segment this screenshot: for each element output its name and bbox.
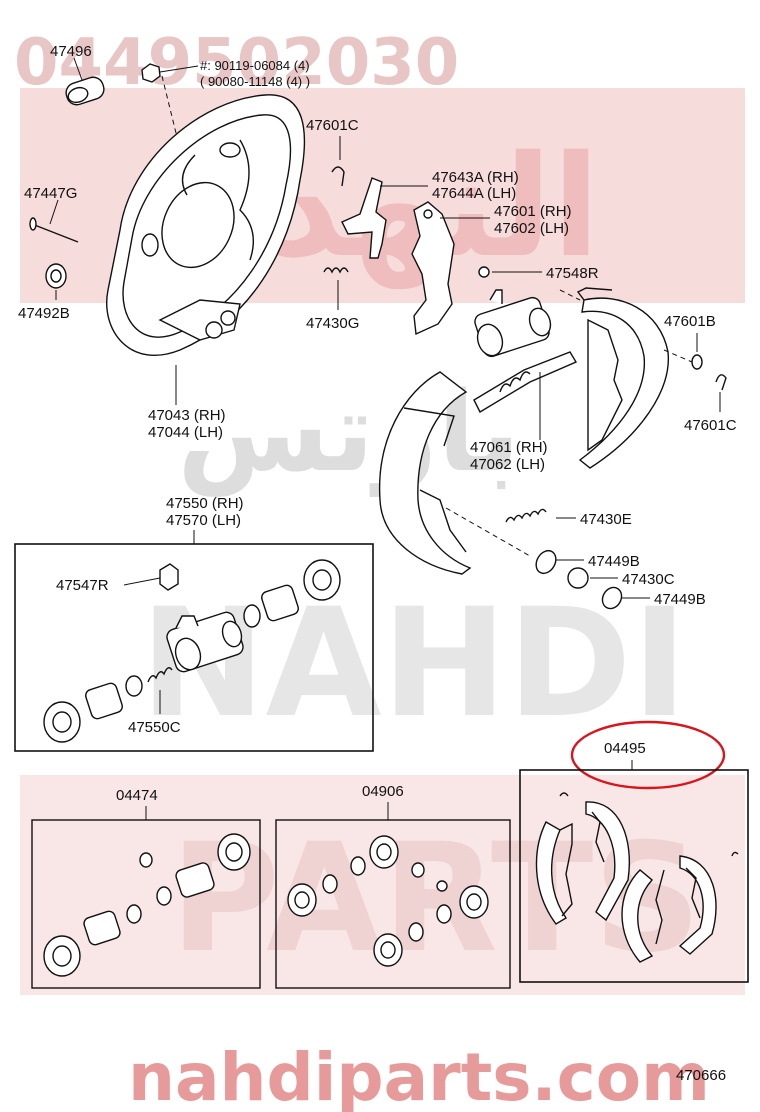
boot-left [43,701,81,743]
adjusting-lever-47643a [341,177,428,259]
bleeder-screw [159,563,179,591]
backing-plate-assembly [29,57,727,610]
washer-47449b-1 [535,549,584,575]
watermark-brand-nahdi: NAHDI [140,577,688,751]
label-47496: 47496 [50,43,92,60]
label-47430c: 47430C [622,571,675,588]
label-47043: 47043 (RH) [148,407,226,424]
label-47602: 47602 (LH) [494,220,569,237]
bolt-90119 [141,63,199,191]
label-47449b-2: 47449B [654,591,706,608]
kit-box-04906 [275,819,511,989]
washer-47449b-2 [601,586,650,610]
label-47550: 47550 (RH) [166,495,244,512]
clip-47601c-right [715,374,727,412]
backing-plate-47043 [106,94,306,405]
watermark-site-url: nahdiparts.com [128,1039,710,1112]
label-47601: 47601 (RH) [494,203,572,220]
label-bolt-2: ( 90080-11148 (4) ) [200,74,310,89]
label-47601c-right: 47601C [684,417,737,434]
label-47430e: 47430E [580,511,632,528]
wheel-cylinder-kit-box: 47550 (RH) 47570 (LH) 47547R 47550C [14,495,374,752]
label-kit-04906: 04906 [362,783,404,800]
upper-labels: 47496 #: 90119-06084 (4) ( 90080-11148 (… [18,43,737,608]
leader-dashed-2 [559,289,581,301]
hold-down-pin-47447g [29,199,79,243]
label-47644a: 47644A (LH) [432,185,516,202]
retainer-cup-47492b [45,263,67,300]
label-47449b-1: 47449B [588,553,640,570]
kit-04906-box: 04906 [275,783,511,989]
kit-04474-box: 04474 [31,787,261,989]
highlight-circle [570,720,726,790]
brake-shoe-left [378,371,472,575]
spring-47550c [147,667,173,683]
label-47601b: 47601B [664,313,716,330]
label-47548r: 47548R [546,265,599,282]
brake-shoe-right [576,287,669,469]
label-47061: 47061 (RH) [470,439,548,456]
label-47547r: 47547R [56,577,109,594]
spring-47430c [567,567,618,589]
cup-right [243,604,261,628]
label-47062: 47062 (LH) [470,456,545,473]
adjuster-assembly [473,351,578,440]
cup-left [125,675,143,697]
wheel-cylinder-47061 [474,289,552,358]
kit-04495-box: 04495 [519,720,749,983]
label-47550c: 47550C [128,719,181,736]
label-47570: 47570 (LH) [166,512,241,529]
piston-right [261,584,299,622]
label-kit-04474: 04474 [116,787,158,804]
label-47430g: 47430G [306,315,359,332]
diagram-number: 470666 [676,1067,726,1084]
label-kit-04495: 04495 [604,740,646,757]
kit-box-04474 [31,819,261,989]
label-47492b: 47492B [18,305,70,322]
leader-dashed [445,507,531,557]
label-47447g: 47447G [24,185,77,202]
watermark-arabic-2: بارتس [177,368,520,497]
label-47044: 47044 (LH) [148,424,223,441]
label-47643a: 47643A (RH) [432,169,519,186]
spring-47430g [323,267,349,310]
label-bolt-1: #: 90119-06084 (4) [200,58,310,73]
hole-plug-47496 [65,57,105,106]
piston-left [85,682,123,720]
washer-47601b [663,333,703,370]
clip-47601c-top [331,136,345,187]
boot-right [303,559,341,601]
kit-box-47550 [14,543,374,752]
parking-lever-47601 [411,201,490,336]
bleeder-plug-47548r [478,266,542,278]
label-47601c-top: 47601C [306,117,359,134]
kit-box-04495 [519,769,749,983]
spring-47430e [505,508,576,523]
